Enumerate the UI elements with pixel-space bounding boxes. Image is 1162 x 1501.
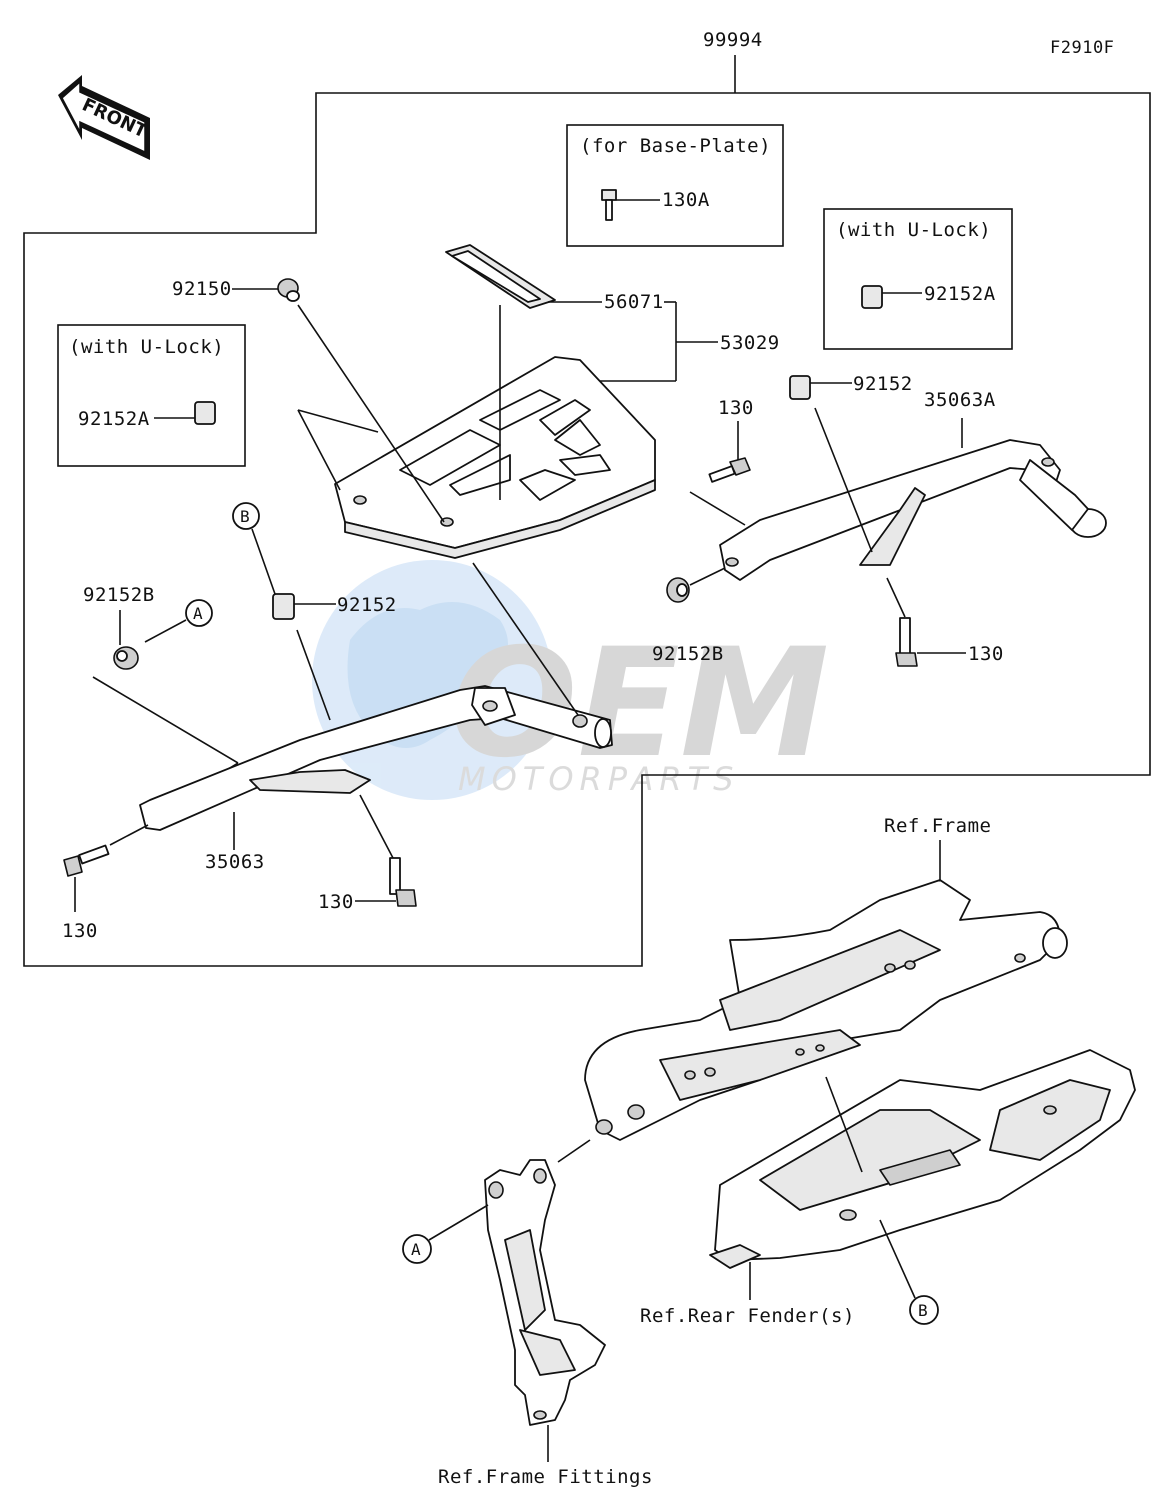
- collar-92152A-left-icon: [194, 401, 216, 425]
- pad-56071: [445, 244, 556, 309]
- diagram-code: F2910F: [1050, 38, 1114, 58]
- bolt-130-upper: [708, 457, 751, 483]
- label-35063: 35063: [205, 851, 265, 873]
- ulock-box-right-part: 92152A: [924, 283, 996, 305]
- label-92152B-left: 92152B: [83, 584, 155, 606]
- spacer-92152B-right: [666, 577, 690, 603]
- label-53029: 53029: [720, 332, 780, 354]
- base-plate-53029: [334, 356, 656, 559]
- bracket-35063A: [719, 439, 1107, 581]
- collar-92152A-icon: [861, 285, 883, 309]
- label-92150: 92150: [172, 278, 232, 300]
- label-92152-right: 92152: [853, 373, 913, 395]
- watermark-sub: MOTORPARTS: [458, 760, 739, 798]
- callout-a-bottom-text: A: [411, 1240, 421, 1259]
- base-plate-box: [566, 124, 784, 247]
- bolt-130A-icon: [601, 189, 617, 221]
- label-92152B-right: 92152B: [652, 643, 724, 665]
- callout-a-top: A: [185, 599, 213, 627]
- collar-92152-right: [789, 375, 811, 400]
- bracket-35063: [139, 685, 613, 831]
- label-130-bottom: 130: [318, 891, 354, 913]
- front-arrow-icon: FRONT: [58, 75, 151, 160]
- collar-92152-left: [272, 593, 295, 620]
- assembly-number: 99994: [703, 29, 763, 51]
- bolt-130-left: [63, 844, 110, 877]
- nut-92150: [277, 278, 300, 302]
- label-35063A: 35063A: [924, 389, 996, 411]
- callout-b-top-text: B: [240, 507, 250, 526]
- ulock-box-left-part: 92152A: [78, 408, 150, 430]
- bolt-130-bottom: [389, 857, 417, 907]
- callout-b-top: B: [232, 502, 260, 530]
- ulock-box-left: [57, 324, 246, 467]
- ulock-box-left-title: (with U-Lock): [69, 336, 224, 358]
- ref-rear-fender-label: Ref.Rear Fender(s): [640, 1305, 855, 1327]
- callout-b-bottom-text: B: [918, 1301, 928, 1320]
- label-92152-left: 92152: [337, 594, 397, 616]
- ref-frame-label: Ref.Frame: [884, 815, 991, 837]
- spacer-92152B-left: [113, 646, 139, 670]
- label-130-right: 130: [968, 643, 1004, 665]
- label-130-left: 130: [62, 920, 98, 942]
- frame-fittings-reference: [484, 1159, 606, 1426]
- bolt-130-right: [895, 617, 918, 667]
- rear-fender-reference: [709, 1049, 1136, 1269]
- callout-a-bottom: A: [402, 1234, 432, 1264]
- base-plate-box-title: (for Base-Plate): [580, 135, 771, 157]
- label-56071: 56071: [604, 291, 664, 313]
- ref-frame-fittings-label: Ref.Frame Fittings: [438, 1466, 653, 1488]
- ulock-box-right-title: (with U-Lock): [836, 219, 991, 241]
- ulock-box-right: [823, 208, 1013, 350]
- frame-reference: [584, 879, 1068, 1141]
- label-130-upper: 130: [718, 397, 754, 419]
- callout-a-top-text: A: [193, 604, 203, 623]
- callout-b-bottom: B: [909, 1295, 939, 1325]
- base-plate-box-part: 130A: [662, 189, 710, 211]
- kit-outline: [23, 92, 1151, 967]
